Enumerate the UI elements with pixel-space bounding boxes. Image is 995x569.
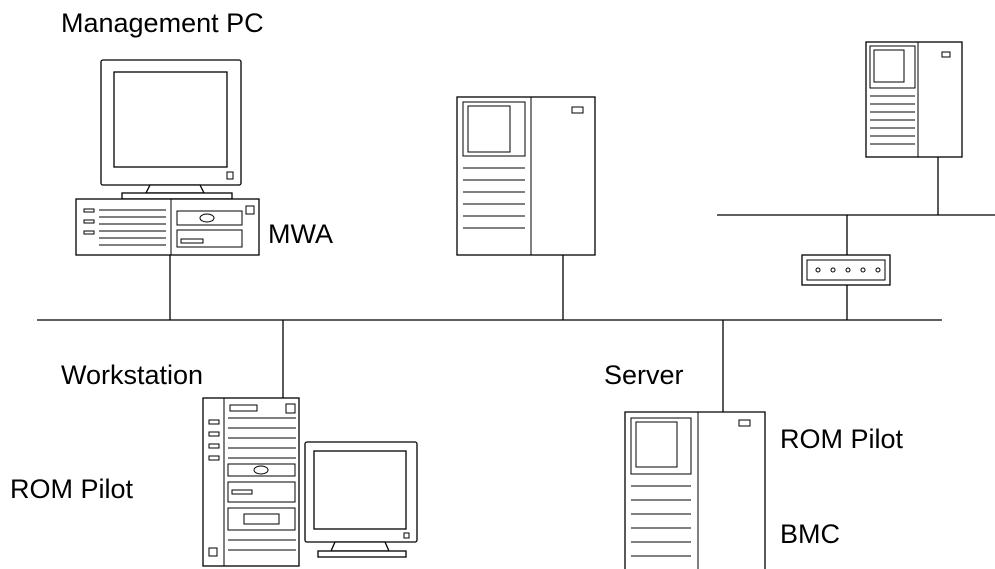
bmc-label: BMC	[780, 519, 840, 549]
center-server-icon	[456, 96, 596, 256]
management-pc-label: Management PC	[61, 8, 264, 38]
hub-icon	[801, 254, 891, 286]
management-pc	[75, 59, 260, 256]
workstation-rom-pilot-label: ROM Pilot	[10, 474, 134, 504]
server-icon	[624, 411, 766, 569]
labels: Management PC MWA Workstation ROM Pilot …	[10, 8, 904, 549]
workstation-label: Workstation	[61, 360, 203, 390]
monitor-icon	[304, 441, 418, 558]
server-label: Server	[604, 360, 684, 390]
monitor-icon	[100, 59, 242, 200]
workstation	[202, 397, 418, 567]
network-lines	[37, 157, 995, 412]
mwa-label: MWA	[268, 219, 333, 249]
tower-computer-icon	[202, 397, 300, 567]
remote-server-icon	[865, 41, 963, 158]
server-rom-pilot-label: ROM Pilot	[780, 424, 904, 454]
desktop-computer-icon	[75, 198, 260, 256]
